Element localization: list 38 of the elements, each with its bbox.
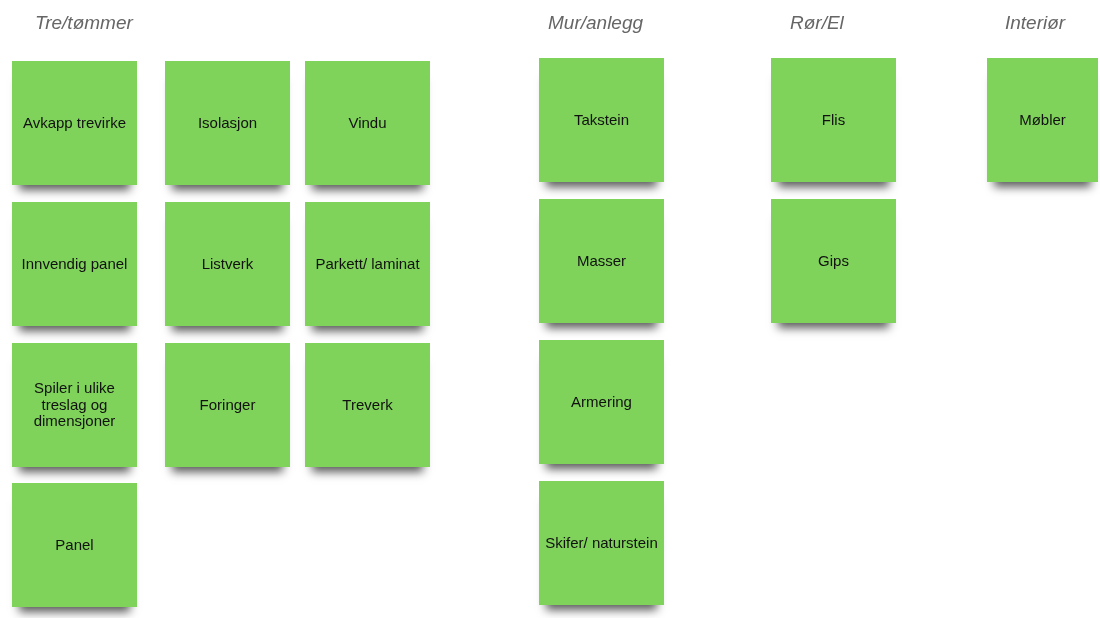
note-text: Parkett/ laminat xyxy=(315,255,420,273)
note-text: Foringer xyxy=(199,396,256,414)
note-text: Listverk xyxy=(201,255,254,273)
sticky-note xyxy=(12,343,137,467)
note-text: Skifer/ naturstein xyxy=(545,534,658,552)
column-heading: Mur/anlegg xyxy=(548,12,644,34)
sticky-note xyxy=(771,199,896,323)
note-text: Takstein xyxy=(574,111,629,129)
sticky-note xyxy=(165,343,290,467)
sticky-note xyxy=(987,58,1098,182)
sticky-note xyxy=(165,202,290,326)
note-text: Innvendig panel xyxy=(21,255,128,273)
sticky-note xyxy=(305,343,430,467)
note-text: Avkapp trevirke xyxy=(22,114,127,132)
column-heading: Tre/tømmer xyxy=(35,12,133,34)
column-heading: Interiør xyxy=(1005,12,1066,34)
column-heading: Rør/El xyxy=(790,12,844,34)
note-text: Isolasjon xyxy=(197,114,258,132)
note-text: Treverk xyxy=(342,396,393,414)
note-text: Vindu xyxy=(348,114,387,132)
note-text: Masser xyxy=(576,252,627,270)
note-text: Panel xyxy=(55,536,94,554)
sticky-note xyxy=(771,58,896,182)
sticky-note xyxy=(539,199,664,323)
sticky-note xyxy=(12,202,137,326)
sticky-note xyxy=(165,61,290,185)
note-text: Spiler i ulike treslag og dimensjoner xyxy=(32,380,117,430)
note-text: Armering xyxy=(571,393,632,411)
sticky-note xyxy=(305,202,430,326)
sticky-note xyxy=(539,58,664,182)
sticky-note xyxy=(12,61,137,185)
note-text: Flis xyxy=(821,111,846,129)
sticky-note xyxy=(305,61,430,185)
note-text: Gips xyxy=(818,252,849,270)
sticky-note xyxy=(539,340,664,464)
sticky-note xyxy=(12,483,137,607)
sticky-note xyxy=(539,481,664,605)
note-text: Møbler xyxy=(1019,111,1066,129)
